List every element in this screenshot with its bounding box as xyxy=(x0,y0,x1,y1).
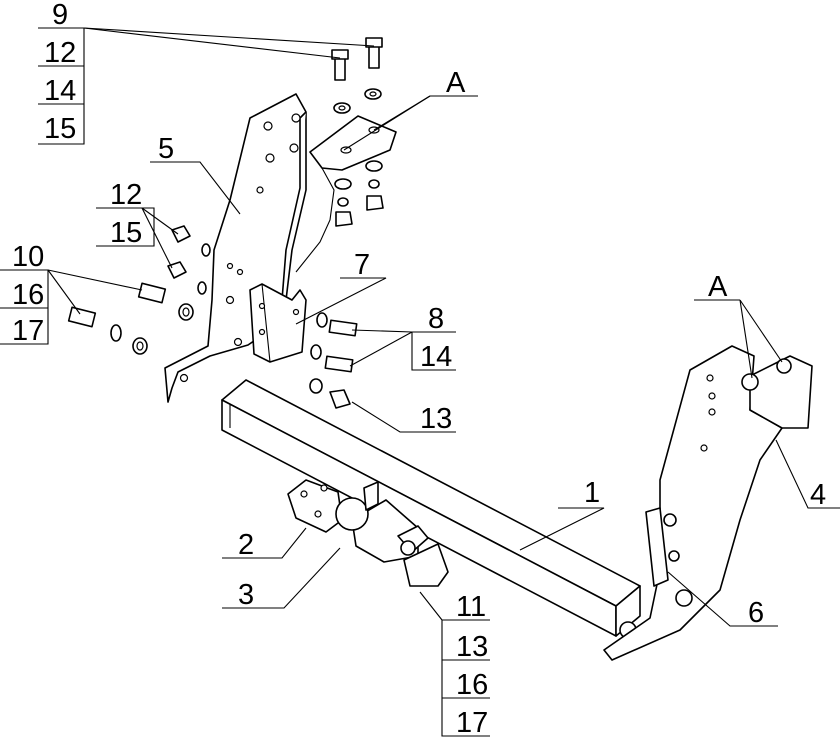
label-A-top: A xyxy=(446,67,466,99)
small-bracket-7 xyxy=(249,283,307,363)
label-6: 6 xyxy=(748,597,764,629)
small-plate-6 xyxy=(645,507,680,587)
tow-ball-assembly xyxy=(287,479,449,587)
label-7: 7 xyxy=(354,249,370,281)
top-bolts-9 xyxy=(331,37,384,227)
label-17-bottom: 17 xyxy=(456,707,488,739)
label-14-top: 14 xyxy=(44,75,76,107)
label-11: 11 xyxy=(456,591,486,623)
label-5: 5 xyxy=(158,133,174,165)
label-A-right: A xyxy=(708,271,728,303)
label-4: 4 xyxy=(810,479,826,511)
label-3: 3 xyxy=(238,579,254,611)
callout-labels: 9 12 14 15 A 5 12 15 10 16 17 7 8 14 13 … xyxy=(12,0,826,739)
label-8: 8 xyxy=(428,303,444,335)
leader-lines xyxy=(0,27,840,737)
side-bolts xyxy=(67,225,211,355)
label-1: 1 xyxy=(584,477,600,509)
label-2: 2 xyxy=(238,529,254,561)
label-12-top: 12 xyxy=(44,37,76,69)
label-16-left: 16 xyxy=(12,279,44,311)
right-bracket-plate xyxy=(603,345,813,661)
label-17-left: 17 xyxy=(12,315,44,347)
bolts-8 xyxy=(309,312,358,409)
label-13-bottom: 13 xyxy=(456,631,488,663)
label-13-right: 13 xyxy=(420,403,452,435)
label-14-right: 14 xyxy=(420,341,452,373)
label-12-left: 12 xyxy=(110,179,142,211)
crossbar-1 xyxy=(221,379,641,639)
label-10: 10 xyxy=(12,241,44,273)
label-15-top: 15 xyxy=(44,113,76,145)
label-16-bottom: 16 xyxy=(456,669,488,701)
label-9: 9 xyxy=(52,0,68,31)
label-15-left: 15 xyxy=(110,217,142,249)
top-clamp-bracket xyxy=(295,115,397,273)
